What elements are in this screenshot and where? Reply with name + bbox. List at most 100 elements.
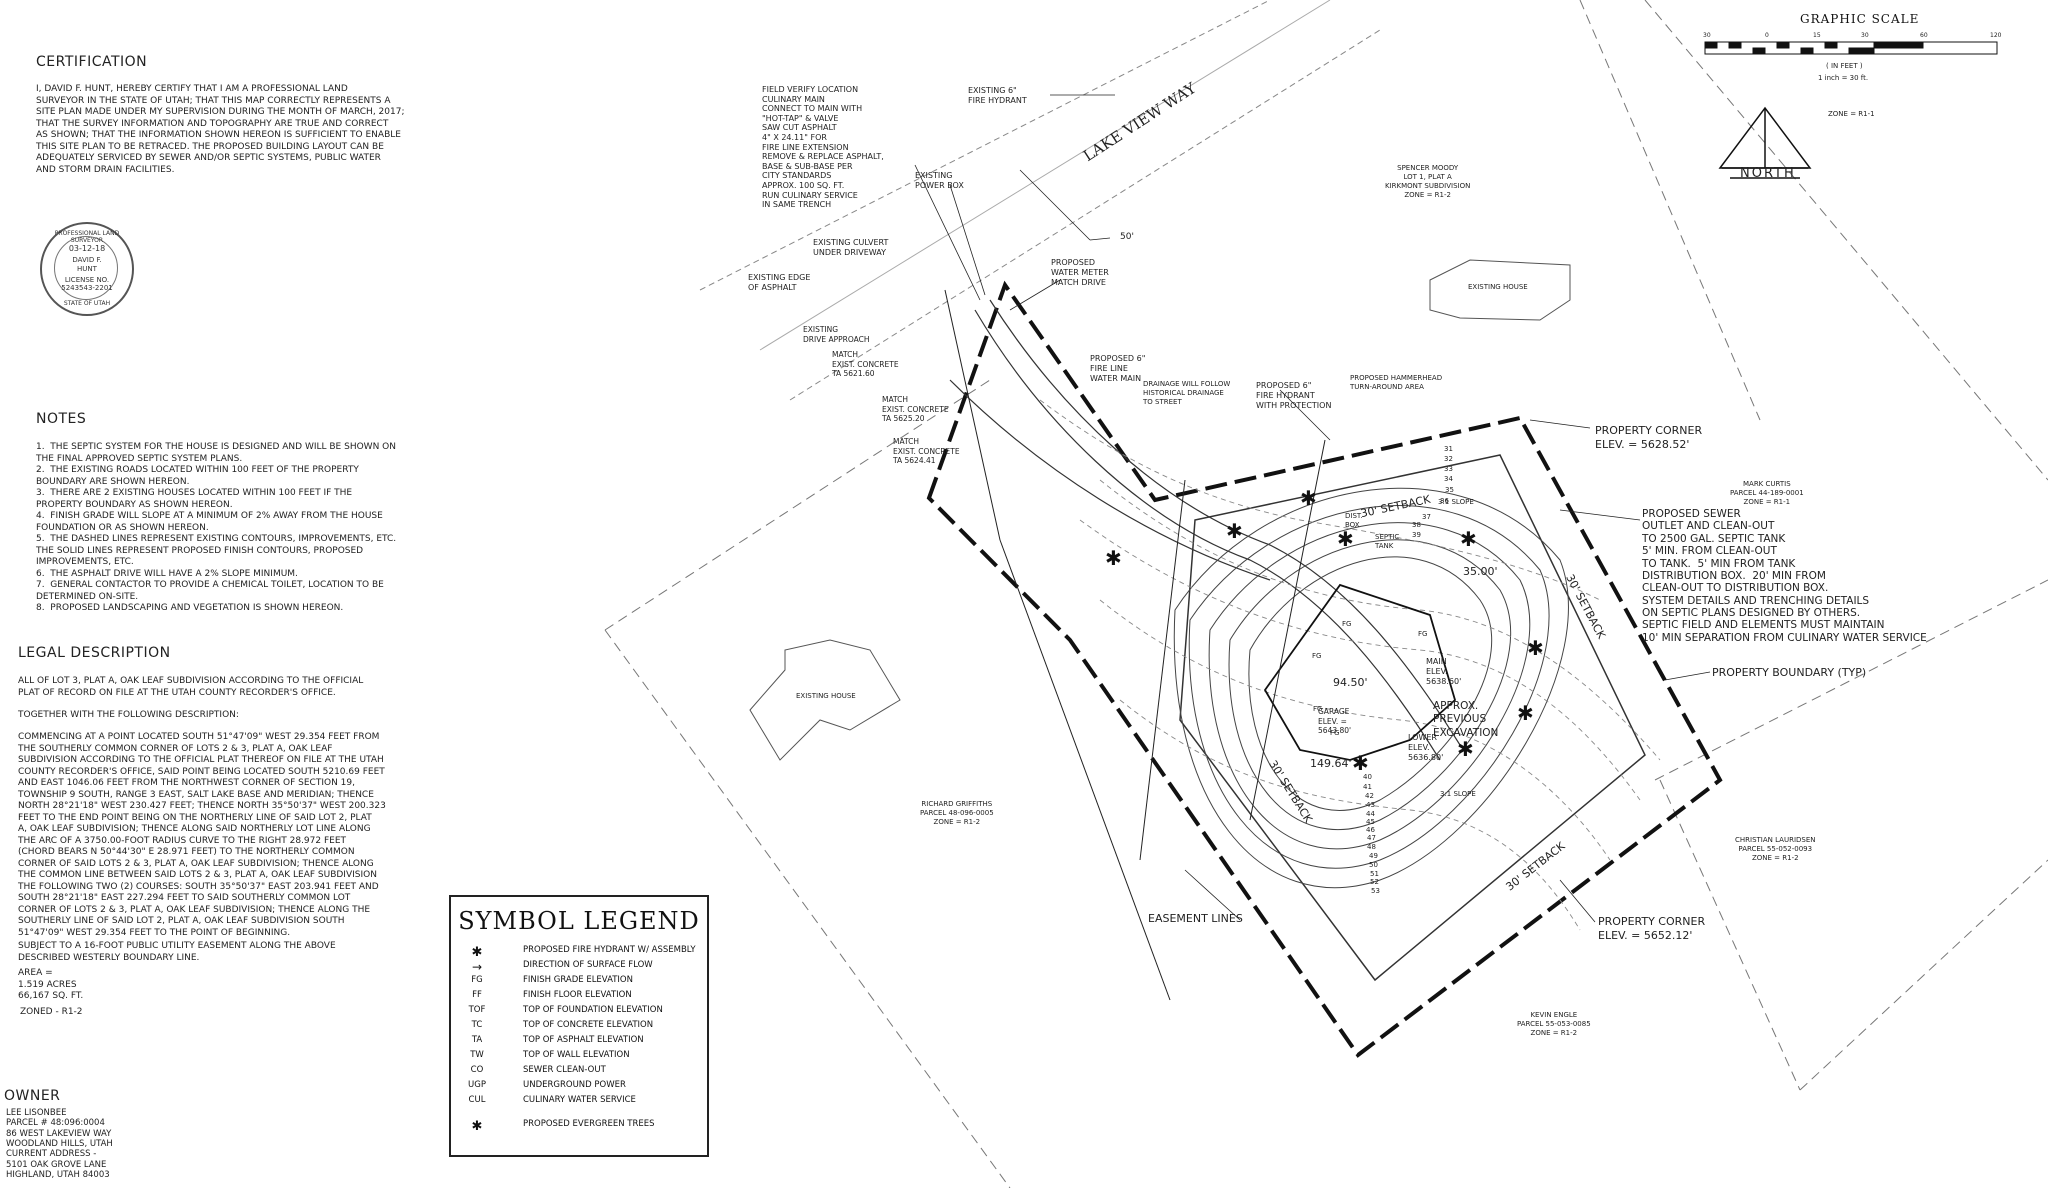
- dimension-149: 149.64': [1310, 757, 1352, 770]
- legal-heading: LEGAL DESCRIPTION: [18, 645, 171, 661]
- house-footprint: [1263, 583, 1457, 761]
- existing-contours: [1039, 399, 1661, 931]
- legal-p2: TOGETHER WITH THE FOLLOWING DESCRIPTION:: [18, 710, 239, 720]
- kevin-engle-parcel: KEVIN ENGLE PARCEL 55-053-0085 ZONE = R1…: [1517, 1011, 1591, 1037]
- drainage-label: DRAINAGE WILL FOLLOW HISTORICAL DRAINAGE…: [1143, 380, 1231, 406]
- legend-label: FINISH FLOOR ELEVATION: [523, 990, 632, 1000]
- legend-item: → DIRECTION OF SURFACE FLOW: [451, 960, 707, 974]
- legend-label: CULINARY WATER SERVICE: [523, 1095, 636, 1105]
- legend-label: TOP OF CONCRETE ELEVATION: [523, 1020, 654, 1030]
- fg-label: FG: [1312, 652, 1322, 660]
- contour-number: 39: [1412, 531, 1421, 539]
- scale-tick: 120: [1990, 32, 2002, 39]
- certification-text: I, DAVID F. HUNT, HEREBY CERTIFY THAT I …: [36, 84, 405, 175]
- graphic-scale-bar: [1704, 41, 1998, 55]
- contour-number: 41: [1363, 783, 1372, 791]
- seal-name-2: HUNT: [77, 265, 97, 273]
- match-concrete-3: MATCH EXIST. CONCRETE TA 5624.41: [893, 437, 960, 466]
- contour-number: 31: [1444, 445, 1453, 453]
- owner-heading: OWNER: [4, 1088, 61, 1104]
- septic-tank-label: SEPTIC TANK: [1375, 533, 1400, 550]
- legend-abbrev: TOF: [468, 1005, 486, 1015]
- dimension-35: 35.00': [1463, 565, 1498, 578]
- seal-inner-ring: [54, 236, 118, 300]
- legal-p4: SUBJECT TO A 16-FOOT PUBLIC UTILITY EASE…: [18, 941, 336, 963]
- north-label: NORTH: [1740, 166, 1796, 181]
- evergreen-trees: ✱ ✱ ✱ ✱ ✱ ✱ ✱ ✱ ✱: [1105, 486, 1544, 775]
- legend-label: DIRECTION OF SURFACE FLOW: [523, 960, 653, 970]
- seal-ring-top: PROFESSIONAL LAND SURVEYOR: [54, 230, 120, 244]
- contour-number: 45: [1366, 818, 1375, 826]
- svg-text:✱: ✱: [1460, 527, 1477, 551]
- scale-tick: 0: [1765, 32, 1769, 39]
- contour-number: 38: [1412, 521, 1421, 529]
- property-corner-north: PROPERTY CORNER ELEV. = 5628.52': [1595, 424, 1703, 452]
- flow-arrow-icon: →: [471, 960, 483, 974]
- slope-label-top: 3:1 SLOPE: [1438, 498, 1474, 506]
- fg-label: FG: [1342, 620, 1352, 628]
- legend-label: FINISH GRADE ELEVATION: [523, 975, 633, 985]
- existing-house-west: [749, 639, 901, 761]
- contour-number: 37: [1422, 513, 1431, 521]
- existing-house-east: [1429, 259, 1571, 321]
- legend-label: PROPOSED EVERGREEN TREES: [523, 1119, 655, 1129]
- existing-hydrant-label: EXISTING 6" FIRE HYDRANT: [968, 86, 1027, 106]
- legend-abbrev: CUL: [468, 1095, 486, 1105]
- svg-text:✱: ✱: [1457, 737, 1474, 761]
- seal-license-no: 5243543-2201: [61, 284, 113, 292]
- legend-title: SYMBOL LEGEND: [458, 907, 700, 935]
- scale-unit: ( IN FEET ): [1826, 62, 1863, 70]
- contour-number: 34: [1444, 475, 1453, 483]
- legal-area: AREA = 1.519 ACRES 66,167 SQ. FT.: [18, 968, 84, 1002]
- utility-lines: [944, 289, 1326, 1001]
- property-corner-south: PROPERTY CORNER ELEV. = 5652.12': [1598, 915, 1706, 943]
- legal-p3: COMMENCING AT A POINT LOCATED SOUTH 51°4…: [18, 732, 386, 938]
- svg-text:✱: ✱: [1105, 546, 1122, 570]
- leader-lines: [914, 94, 1711, 923]
- legal-zoned: ZONED - R1-2: [20, 1007, 83, 1017]
- svg-text:✱: ✱: [1352, 751, 1369, 775]
- water-meter-label: PROPOSED WATER METER MATCH DRIVE: [1051, 258, 1109, 288]
- contour-number: 33: [1444, 465, 1453, 473]
- scale-tick: 15: [1813, 32, 1821, 39]
- svg-text:✱: ✱: [1517, 701, 1534, 725]
- contour-number: 52: [1370, 878, 1379, 886]
- culvert-label: EXISTING CULVERT UNDER DRIVEWAY: [813, 238, 889, 258]
- legend-item: ✱PROPOSED EVERGREEN TREES: [451, 1119, 707, 1134]
- lower-elevation: LOWER ELEV. 5636.80': [1408, 733, 1444, 763]
- legend-label: SEWER CLEAN-OUT: [523, 1065, 606, 1075]
- contour-number: 43: [1366, 801, 1375, 809]
- hammerhead-label: PROPOSED HAMMERHEAD TURN-AROUND AREA: [1350, 374, 1443, 391]
- legend-item: CUL CULINARY WATER SERVICE: [451, 1095, 707, 1109]
- scale-ratio: 1 inch = 30 ft.: [1818, 74, 1869, 82]
- legal-p1: ALL OF LOT 3, PLAT A, OAK LEAF SUBDIVISI…: [18, 676, 364, 698]
- slope-label-bottom: 3:1 SLOPE: [1440, 790, 1476, 798]
- contour-number: 32: [1444, 455, 1453, 463]
- adjacent-lot-lines: [604, 0, 2048, 1188]
- legend-abbrev: CO: [470, 1065, 484, 1075]
- north-arrow: [1718, 106, 1812, 179]
- legend-item: CO SEWER CLEAN-OUT: [451, 1065, 707, 1079]
- power-box-label: EXISTING POWER BOX: [915, 171, 964, 191]
- legend-label: TOP OF WALL ELEVATION: [523, 1050, 630, 1060]
- legend-label: TOP OF ASPHALT ELEVATION: [523, 1035, 644, 1045]
- dimension-94: 94.50': [1333, 676, 1368, 689]
- seal-name-1: DAVID F.: [72, 256, 102, 264]
- christian-lauridsen-parcel: CHRISTIAN LAURIDSEN PARCEL 55-052-0093 Z…: [1735, 836, 1816, 862]
- scale-tick: 30: [1703, 32, 1711, 39]
- match-concrete-2: MATCH EXIST. CONCRETE TA 5625.20: [882, 395, 949, 424]
- spencer-moody-parcel: SPENCER MOODY LOT 1, PLAT A KIRKMONT SUB…: [1385, 164, 1471, 199]
- svg-text:✱: ✱: [1527, 636, 1544, 660]
- contour-number: 36: [1440, 497, 1449, 505]
- contour-number: 51: [1370, 870, 1379, 878]
- contour-number: 44: [1366, 810, 1375, 818]
- graphic-scale-title: GRAPHIC SCALE: [1800, 12, 1920, 26]
- richard-griffiths-parcel: RICHARD GRIFFITHS PARCEL 48-096-0005 ZON…: [920, 800, 994, 826]
- contour-number: 40: [1363, 773, 1372, 781]
